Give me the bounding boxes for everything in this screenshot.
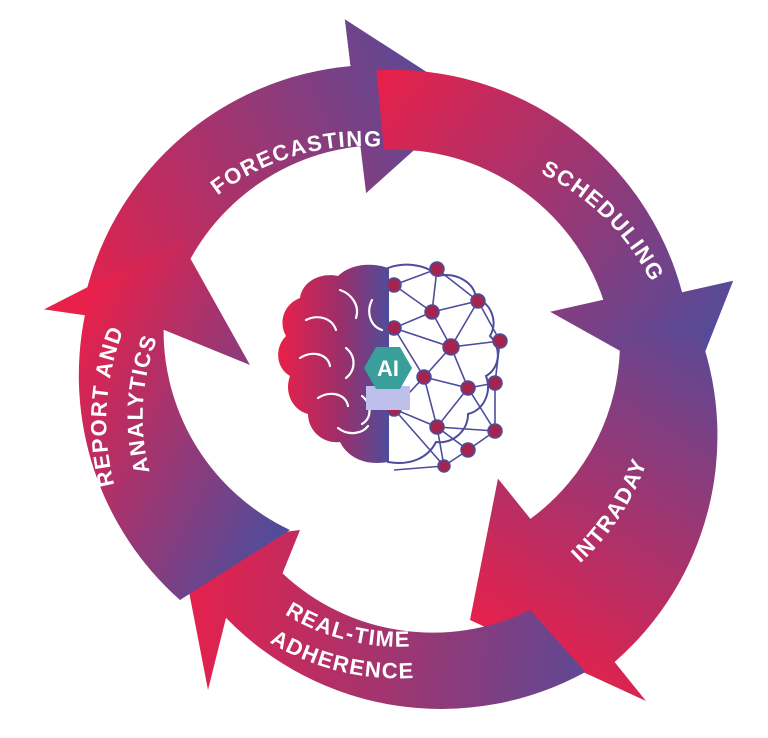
badge-shadow <box>366 386 410 410</box>
intraday-segment[interactable] <box>470 335 718 701</box>
ai-badge-label: AI <box>377 356 399 381</box>
network-nodes <box>386 261 508 473</box>
forecasting-segment[interactable] <box>86 19 470 311</box>
scheduling-segment[interactable] <box>376 69 734 390</box>
real-time-adherence-segment[interactable] <box>180 530 586 709</box>
brain-half-icon <box>278 264 388 464</box>
brain-network-icon: AI <box>278 261 508 473</box>
report-and-analytics-segment[interactable] <box>44 240 290 600</box>
ai-badge <box>364 347 412 389</box>
brain-folds <box>298 288 384 435</box>
